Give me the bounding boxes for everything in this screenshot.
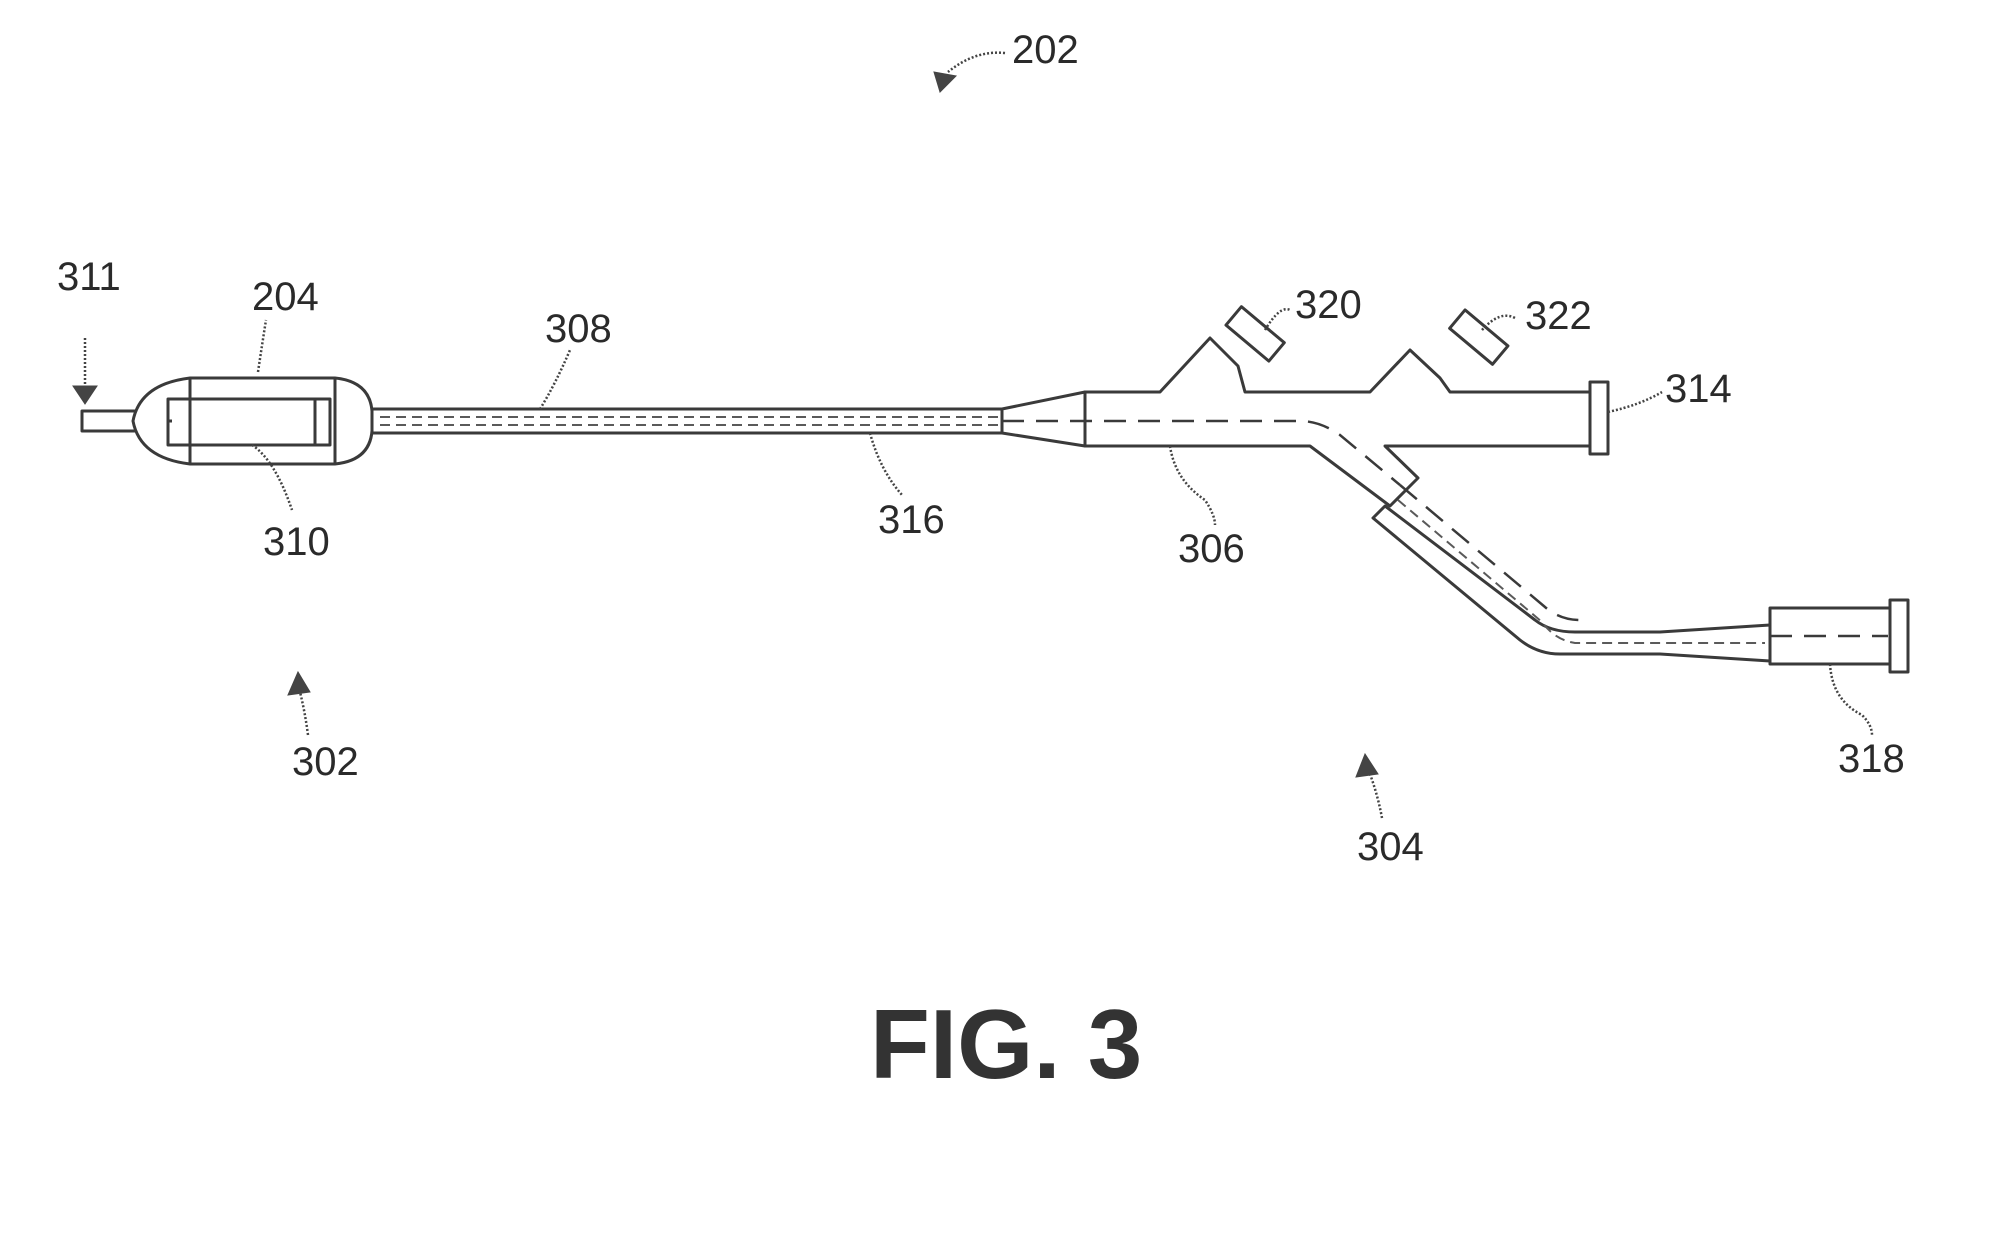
leader-318 <box>1828 663 1874 736</box>
label-320: 320 <box>1295 283 1362 327</box>
label-308: 308 <box>545 307 612 351</box>
figure-caption: FIG. 3 <box>870 989 1142 1099</box>
label-304: 304 <box>1357 825 1424 869</box>
leader-310 <box>251 443 294 511</box>
label-202: 202 <box>1012 28 1079 72</box>
label-316: 316 <box>878 498 945 542</box>
branch-tube <box>1371 484 1772 663</box>
leader-314 <box>1607 390 1663 414</box>
branch-connector-318 <box>1768 598 1910 674</box>
leader-204 <box>256 319 268 373</box>
region-arrow-302 <box>287 670 311 736</box>
hub-manifold-306 <box>1002 336 1592 508</box>
strain-relief-taper <box>1000 390 1087 448</box>
label-314: 314 <box>1665 367 1732 411</box>
catheter-shaft-308 <box>370 407 1004 435</box>
label-318: 318 <box>1838 737 1905 781</box>
label-306: 306 <box>1178 527 1245 571</box>
leader-316 <box>868 432 903 496</box>
leader-306 <box>1168 445 1217 526</box>
label-302: 302 <box>292 740 359 784</box>
leader-322 <box>1481 314 1516 331</box>
label-204: 204 <box>252 275 319 319</box>
end-connector-314 <box>1588 380 1610 456</box>
label-322: 322 <box>1525 294 1592 338</box>
assembly-arrow-202 <box>933 51 1006 93</box>
label-311: 311 <box>57 255 121 299</box>
leader-308 <box>538 349 572 410</box>
side-port-322 <box>1448 308 1510 366</box>
region-arrow-304 <box>1355 752 1384 819</box>
leader-320 <box>1263 307 1291 331</box>
label-310: 310 <box>263 520 330 564</box>
side-port-320 <box>1224 305 1286 363</box>
balloon-core-310 <box>166 397 332 447</box>
